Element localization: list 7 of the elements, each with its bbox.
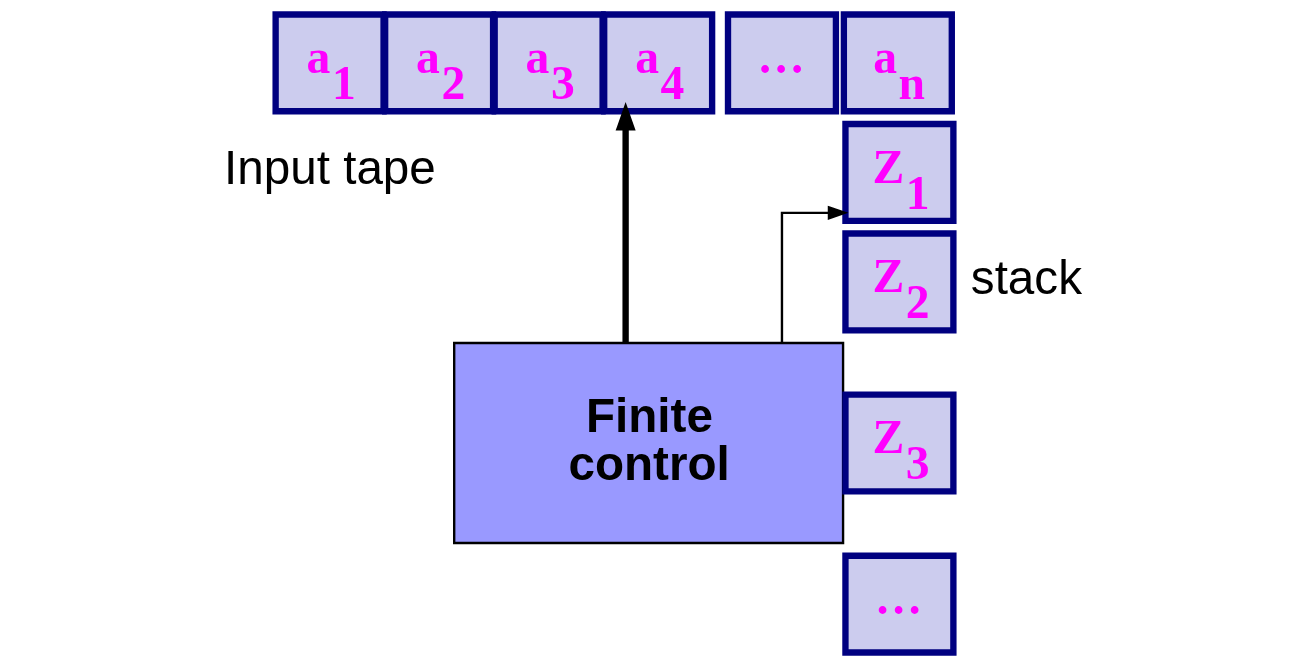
label: stack [970,250,1082,304]
node-box: … [724,11,839,115]
node-box: … [841,552,957,656]
label: Input tape [223,141,436,195]
arrow [615,101,636,343]
arrow [780,205,848,343]
node-box: Finite control [452,341,844,545]
